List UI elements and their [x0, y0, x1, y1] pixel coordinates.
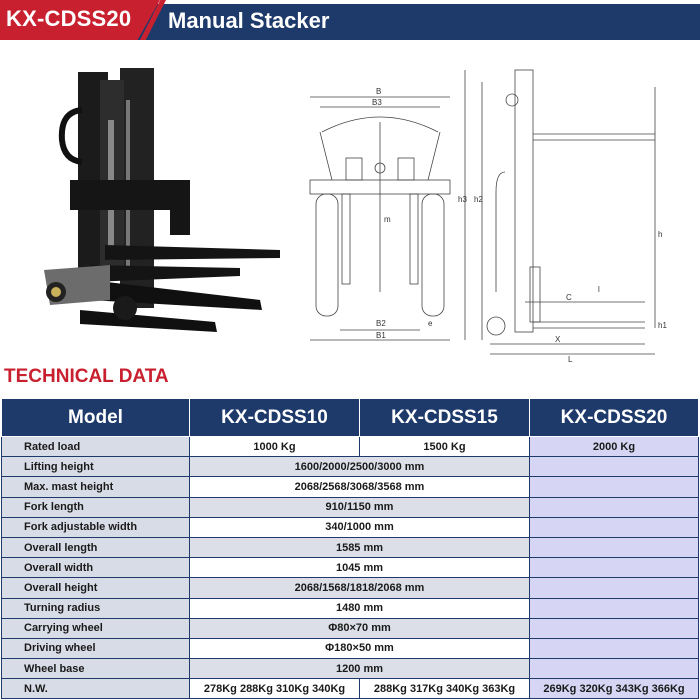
header-banner: KX-CDSS20 Manual Stacker: [0, 0, 700, 40]
header-cdss20: KX-CDSS20: [529, 398, 699, 437]
dim-label-h2: h2: [474, 195, 483, 204]
dim-label-h1: h1: [658, 321, 667, 330]
row-label: Driving wheel: [1, 637, 190, 660]
cell-value: 278Kg 288Kg 310Kg 340Kg: [189, 678, 360, 700]
dim-label-m: m: [384, 215, 391, 224]
dim-label-l-small: l: [598, 285, 600, 294]
cell-empty-highlight: [529, 617, 699, 639]
header-model: Model: [1, 398, 190, 437]
cell-empty-highlight: [529, 577, 699, 599]
technical-drawings: B B3 B2 B1 m e h3 h2 h C l X L h1: [309, 69, 667, 362]
dim-label-h: h: [658, 230, 662, 239]
cell-value: 1200 mm: [189, 658, 530, 680]
product-photo: [44, 68, 280, 332]
banner-red-tab: [0, 0, 160, 40]
cell-empty-highlight: [529, 597, 699, 619]
row-label: Fork length: [1, 496, 190, 518]
table-row: Rated load 1000 Kg 1500 Kg 2000 Kg: [1, 435, 699, 458]
dim-label-b1: B1: [376, 331, 386, 340]
row-label: Carrying wheel: [1, 617, 190, 639]
spec-table: Model KX-CDSS10 KX-CDSS15 KX-CDSS20 Rate…: [1, 398, 699, 700]
model-badge: KX-CDSS20: [6, 6, 132, 31]
cell-value-highlight: 269Kg 320Kg 343Kg 366Kg: [529, 678, 699, 700]
header-cdss10: KX-CDSS10: [189, 398, 360, 437]
cell-value: 2068/2568/3068/3568 mm: [189, 476, 530, 498]
dim-label-c: C: [566, 293, 572, 302]
cell-value: 1000 Kg: [189, 435, 360, 458]
row-label: Rated load: [1, 435, 190, 458]
table-row: Lifting height 1600/2000/2500/3000 mm: [1, 456, 699, 478]
cell-empty-highlight: [529, 496, 699, 518]
dim-label-e: e: [428, 319, 433, 328]
table-row: Turning radius 1480 mm: [1, 597, 699, 619]
cell-empty-highlight: [529, 456, 699, 478]
row-label: Turning radius: [1, 597, 190, 619]
cell-value: 910/1150 mm: [189, 496, 530, 518]
row-label: Fork adjustable width: [1, 516, 190, 538]
cell-empty-highlight: [529, 536, 699, 559]
table-row: Wheel base 1200 mm: [1, 658, 699, 680]
dim-label-h3: h3: [458, 195, 467, 204]
row-label: Lifting height: [1, 456, 190, 478]
row-label: Max. mast height: [1, 476, 190, 498]
section-title: TECHNICAL DATA: [4, 366, 169, 387]
dim-label-b2: B2: [376, 319, 386, 328]
cell-empty-highlight: [529, 476, 699, 498]
row-label: Overall width: [1, 557, 190, 579]
cell-value-highlight: 2000 Kg: [529, 435, 699, 458]
dim-label-b3: B3: [372, 98, 382, 107]
cell-value: 340/1000 mm: [189, 516, 530, 538]
table-row: N.W. 278Kg 288Kg 310Kg 340Kg 288Kg 317Kg…: [1, 678, 699, 700]
table-header-row: Model KX-CDSS10 KX-CDSS15 KX-CDSS20: [1, 398, 699, 437]
table-row: Driving wheel Φ180×50 mm: [1, 637, 699, 660]
cell-value: 288Kg 317Kg 340Kg 363Kg: [359, 678, 530, 700]
cell-empty-highlight: [529, 637, 699, 660]
table-row: Carrying wheel Φ80×70 mm: [1, 617, 699, 639]
row-label: Overall height: [1, 577, 190, 599]
cell-value: 1585 mm: [189, 536, 530, 559]
cell-empty-highlight: [529, 557, 699, 579]
dim-label-x: X: [555, 335, 561, 344]
header-cdss15: KX-CDSS15: [359, 398, 530, 437]
table-row: Overall length 1585 mm: [1, 536, 699, 559]
table-row: Fork length 910/1150 mm: [1, 496, 699, 518]
row-label: N.W.: [1, 678, 190, 700]
table-row: Overall height 2068/1568/1818/2068 mm: [1, 577, 699, 599]
row-label: Wheel base: [1, 658, 190, 680]
cell-value: 1500 Kg: [359, 435, 530, 458]
cell-empty-highlight: [529, 658, 699, 680]
cell-value: 2068/1568/1818/2068 mm: [189, 577, 530, 599]
page-title: Manual Stacker: [168, 8, 330, 33]
cell-value: 1045 mm: [189, 557, 530, 579]
cell-value: 1600/2000/2500/3000 mm: [189, 456, 530, 478]
cell-empty-highlight: [529, 516, 699, 538]
table-row: Overall width 1045 mm: [1, 557, 699, 579]
row-label: Overall length: [1, 536, 190, 559]
table-row: Fork adjustable width 340/1000 mm: [1, 516, 699, 538]
table-row: Max. mast height 2068/2568/3068/3568 mm: [1, 476, 699, 498]
cell-value: Φ180×50 mm: [189, 637, 530, 660]
dim-label-b: B: [376, 87, 381, 96]
cell-value: Φ80×70 mm: [189, 617, 530, 639]
cell-value: 1480 mm: [189, 597, 530, 619]
dim-label-l: L: [568, 355, 573, 362]
